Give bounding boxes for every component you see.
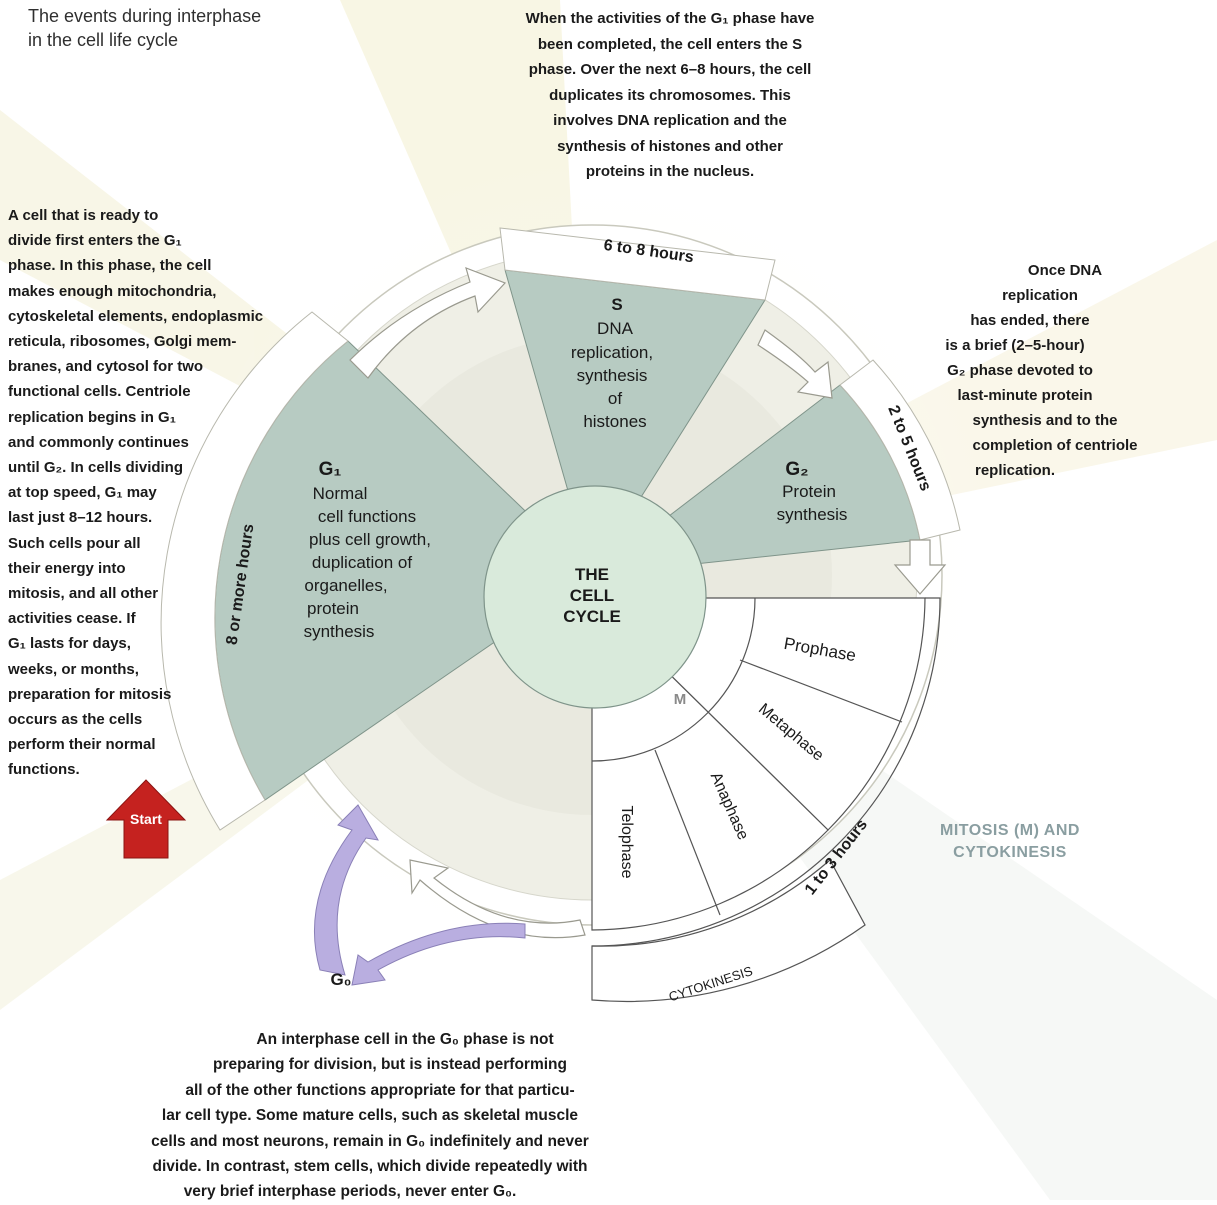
g1-phase-description: A cell that is ready to divide first ent… [8,203,263,783]
s-phase-desc-2: replication, [571,343,653,362]
g1-phase-desc-5: organelles, [304,576,387,595]
g1-text-line: phase. In this phase, the cell [8,257,212,275]
g1-text-line: and commonly continues [8,433,189,451]
g2-phase-desc-2: synthesis [777,505,848,524]
g1-text-line: activities cease. If [8,610,136,628]
m-stage-telophase: Telophase [618,806,635,879]
g0-arrows [314,804,526,986]
g0-phase-description: An interphase cell in the G₀ phase is no… [20,1027,720,1205]
g0-text-line: lar cell type. Some mature cells, such a… [161,1107,579,1125]
g1-phase-desc-2: cell functions [318,507,416,526]
s-phase-text-line: involves DNA replication and the [553,112,787,129]
g1-text-line: weeks, or months, [8,660,139,678]
s-phase-text-line: proteins in the nucleus. [585,163,755,180]
g1-text-line: preparation for mitosis [8,685,172,703]
s-phase-desc-4: of [608,389,622,408]
g2-phase-desc-1: Protein [782,482,836,501]
g0-text-line: all of the other functions appropriate f… [185,1081,575,1099]
g1-phase-desc-3: plus cell growth, [309,530,431,549]
center-label-line-2: CELL [570,586,614,605]
s-duration-band [499,227,776,301]
g1-text-line: functions. [8,761,80,779]
s-phase-desc-1: DNA [597,319,634,338]
g2-text-line: replication. [974,462,1056,479]
g1-text-line: until G₂. In cells dividing [8,459,184,477]
start-label: Start [130,811,162,827]
page-title-line-2: in the cell life cycle [28,30,179,50]
g2-text-line: has ended, there [970,312,1090,329]
g1-text-line: Such cells pour all [8,534,141,552]
center-label-line-1: THE [575,565,609,584]
g1-text-line: last just 8–12 hours. [8,509,153,527]
g2-text-line: is a brief (2–5-hour) [945,337,1085,354]
g2-text-line: synthesis and to the [972,412,1118,429]
g1-duration-band [160,311,349,831]
g2-text-line: replication [1002,287,1078,304]
cytokinesis-band [591,859,866,1003]
start-arrow[interactable] [105,779,187,859]
g2-text-line: G₂ phase devoted to [947,362,1093,379]
g0-text-line: very brief interphase periods, never ent… [183,1183,517,1201]
mitosis-label-line: CYTOKINESIS [953,844,1067,861]
g1-text-line: at top speed, G₁ may [8,484,157,502]
g1-text-line: occurs as the cells [8,711,143,729]
g2-phase-title: G₂ [785,459,808,480]
s-phase-text-line: been completed, the cell enters the S [537,35,803,53]
g1-phase-desc-1: Normal [313,484,368,503]
g1-text-line: replication begins in G₁ [8,408,176,426]
g1-text-line: divide first enters the G₁ [8,232,182,250]
cycle-arrows [349,267,947,939]
g0-label: G₀ [331,970,352,989]
g1-phase-desc-6: protein [307,599,359,618]
g2-text-line: Once DNA [1027,262,1103,279]
g2-text-line: last-minute protein [957,387,1093,404]
s-phase-description: When the activities of the G₁ phase have… [470,6,870,185]
g1-phase-desc-7: synthesis [304,622,375,641]
page-title: The events during interphase in the cell… [28,4,261,52]
g1-text-line: functional cells. Centriole [8,383,191,401]
s-phase-text-line: synthesis of histones and other [557,137,783,155]
s-phase-title: S [611,295,622,314]
g1-text-line: makes enough mitochondria, [8,282,217,300]
g1-text-line: mitosis, and all other [8,585,159,603]
center-label-line-3: CYCLE [563,607,621,626]
s-phase-desc-5: histones [583,412,646,431]
g0-text-line: cells and most neurons, remain in G₀ ind… [151,1132,589,1150]
s-phase-text-line: phase. Over the next 6–8 hours, the cell [528,61,812,78]
s-phase-desc-3: synthesis [577,366,648,385]
g1-text-line: G₁ lasts for days, [8,635,131,653]
s-phase-text-line: When the activities of the G₁ phase have [525,10,815,27]
page-title-line-1: The events during interphase [28,6,262,26]
mitosis-cytokinesis-label: MITOSIS (M) AND CYTOKINESIS [900,820,1120,864]
g1-text-line: branes, and cytosol for two [8,358,204,376]
g1-phase-desc-4: duplication of [312,553,412,572]
g1-text-line: reticula, ribosomes, Golgi mem- [8,333,237,351]
g1-text-line: A cell that is ready to [8,207,159,224]
g1-text-line: their energy into [8,559,126,577]
mitosis-label-line: MITOSIS (M) AND [940,822,1080,839]
g2-text-line: completion of centriole [972,437,1138,454]
s-phase-text-line: duplicates its chromosomes. This [549,86,791,104]
g2-duration-band [839,359,961,541]
g1-phase-title: G₁ [319,459,342,480]
g2-phase-description: Once DNA replication has ended, there is… [900,258,1160,483]
g0-text-line: An interphase cell in the G₀ phase is no… [256,1031,554,1048]
g1-text-line: perform their normal [8,736,156,754]
m-phase-title: M [674,691,687,708]
g0-text-line: divide. In contrast, stem cells, which d… [152,1158,588,1176]
center-circle [483,485,707,709]
g0-text-line: preparing for division, but is instead p… [213,1056,567,1074]
g1-text-line: cytoskeletal elements, endoplasmic [8,307,264,325]
